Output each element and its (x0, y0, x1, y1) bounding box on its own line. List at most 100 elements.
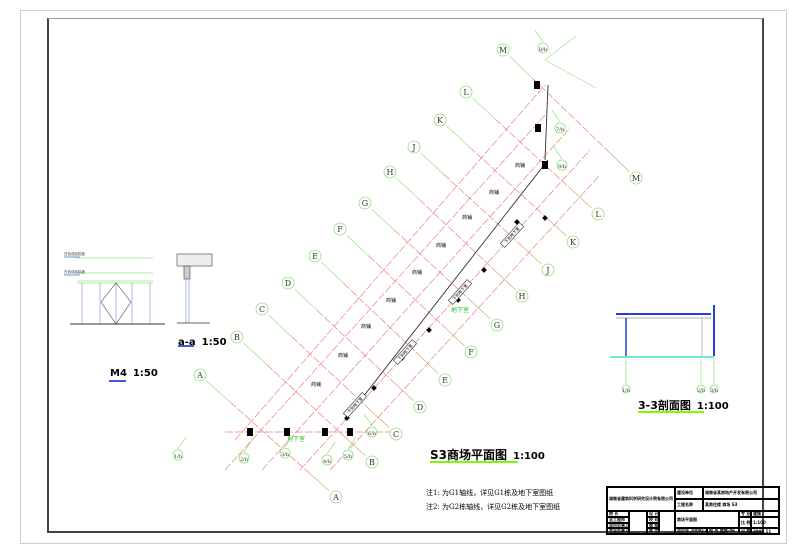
tb-role: 项目负责人 (607, 523, 629, 528)
axis-grid-line-C (291, 336, 370, 410)
numbered-axis-leader (551, 109, 561, 123)
numbered-axis-bubble (556, 159, 568, 171)
stair (447, 279, 473, 305)
tb-field-value: 建施 (751, 511, 779, 517)
axis-leader-line (520, 245, 542, 265)
numbered-axis-leader (177, 436, 187, 450)
m4-underline (109, 380, 126, 382)
basement-label: 地下室 (287, 435, 305, 443)
axis-leader-line (268, 314, 292, 337)
axis-left-G-bubble (358, 196, 372, 210)
axis-right-C-bubble (389, 427, 403, 441)
numbered-axis-label: 8/b (539, 47, 547, 53)
tb-drawing-name: 商场平面图 (675, 511, 739, 528)
axis-right-L-label: L (595, 210, 601, 219)
numbered-axis-bubble (537, 42, 549, 54)
axis-leader-line (371, 208, 395, 231)
aa-title-text: a-a (178, 337, 196, 348)
numbered-axis-leader (243, 439, 253, 453)
numbered-axis-leader (326, 441, 336, 455)
axis-left-C-bubble (255, 302, 269, 316)
numbered-axis-leader (553, 146, 563, 160)
axis-grid-line-E (343, 283, 420, 356)
s33-axis-label: 3/b (710, 388, 718, 394)
axis-left-G-label: G (362, 199, 368, 208)
tb-role: 校 对 (647, 517, 659, 523)
axis-left-J-bubble (407, 140, 421, 154)
tb-sign-cell (629, 511, 647, 534)
note-2: 注2: 为G2栋轴线，详见G2栋及地下室图纸 (426, 503, 561, 511)
numbered-axis-leader (347, 436, 357, 450)
column (347, 428, 353, 436)
axis-right-M-label: M (632, 174, 640, 183)
room-label: 商铺 (436, 242, 446, 249)
axis-right-M-bubble (629, 171, 643, 185)
room-label: 商铺 (361, 323, 371, 330)
tb-field-value: 2008.11 (751, 528, 779, 534)
axis-left-H-bubble (383, 165, 397, 179)
axis-leader-line (509, 56, 533, 79)
axis-grid-line-M (532, 77, 610, 153)
tb-role: 院 长 (607, 511, 629, 517)
axis-right-B-label: B (369, 458, 375, 467)
axis-grid-line-D (316, 310, 394, 383)
numbered-axis-bubble (366, 426, 378, 438)
numbered-axis-bubble (238, 452, 250, 464)
axis-right-K-bubble (566, 235, 580, 249)
axis-left-J-label: J (411, 143, 415, 152)
axis-leader-line (420, 152, 444, 175)
axis-right-D-label: D (417, 403, 423, 412)
numbered-axis-bubble (342, 449, 354, 461)
tb-sheet-no: 图 号 建施-06 (707, 528, 739, 534)
axis-left-L-label: L (463, 88, 469, 97)
room-label: 商铺 (412, 269, 422, 276)
axis-leader-line (308, 472, 330, 492)
axis-left-F-label: F (337, 225, 343, 234)
axis-left-A-bubble (193, 368, 207, 382)
axis-leader-line (346, 234, 370, 257)
aa-title: a-a 1:50 (178, 337, 227, 348)
axis-leader-line (544, 35, 577, 61)
axis-leader-line (609, 152, 630, 172)
numbered-axis-bubble (321, 454, 333, 466)
axis-right-E-bubble (438, 373, 452, 387)
axis-left-M-label: M (499, 46, 507, 55)
tb-company: 湖南省建筑科学研究设计院有限公司 (607, 487, 675, 511)
axis-right-J-bubble (541, 263, 555, 277)
numbered-axis-leader (534, 29, 544, 43)
axis-leader-line (368, 408, 390, 429)
axis-grid-line-G (393, 229, 471, 301)
stair (499, 222, 525, 248)
stair (342, 392, 368, 418)
axis-left-E-label: E (312, 252, 318, 261)
axis-left-L-bubble (459, 85, 473, 99)
plan-title-text: S3商场平面图 (430, 448, 507, 462)
axis-leader-line (544, 59, 597, 89)
axis-left-E-bubble (308, 249, 322, 263)
axis-right-H-label: H (519, 292, 526, 301)
room-label: 商铺 (515, 162, 525, 169)
numbered-axis-label: 5/b (344, 454, 352, 460)
numbered-axis-bubble (554, 122, 566, 134)
axis-left-M-bubble (496, 43, 510, 57)
axis-left-F-bubble (333, 222, 347, 236)
axis-right-F-bubble (464, 345, 478, 359)
aa-underline (178, 345, 194, 347)
aa-scale: 1:50 (201, 337, 227, 348)
axis-leader-line (243, 342, 267, 365)
tb-sign-cell (659, 511, 675, 534)
column (542, 161, 548, 169)
tb-field-value: 1:100 (751, 517, 779, 528)
stair (392, 339, 418, 365)
room-label: 商铺 (338, 352, 348, 359)
column-diamond (481, 267, 487, 273)
column (535, 124, 541, 132)
column-diamond (371, 385, 377, 391)
axis-grid-line-H (418, 199, 496, 272)
section-33-underline (638, 411, 704, 413)
axis-leader-line (571, 189, 592, 209)
numbered-axis-label: 2/b (240, 457, 248, 463)
basement-label: 地下室 (451, 306, 469, 314)
